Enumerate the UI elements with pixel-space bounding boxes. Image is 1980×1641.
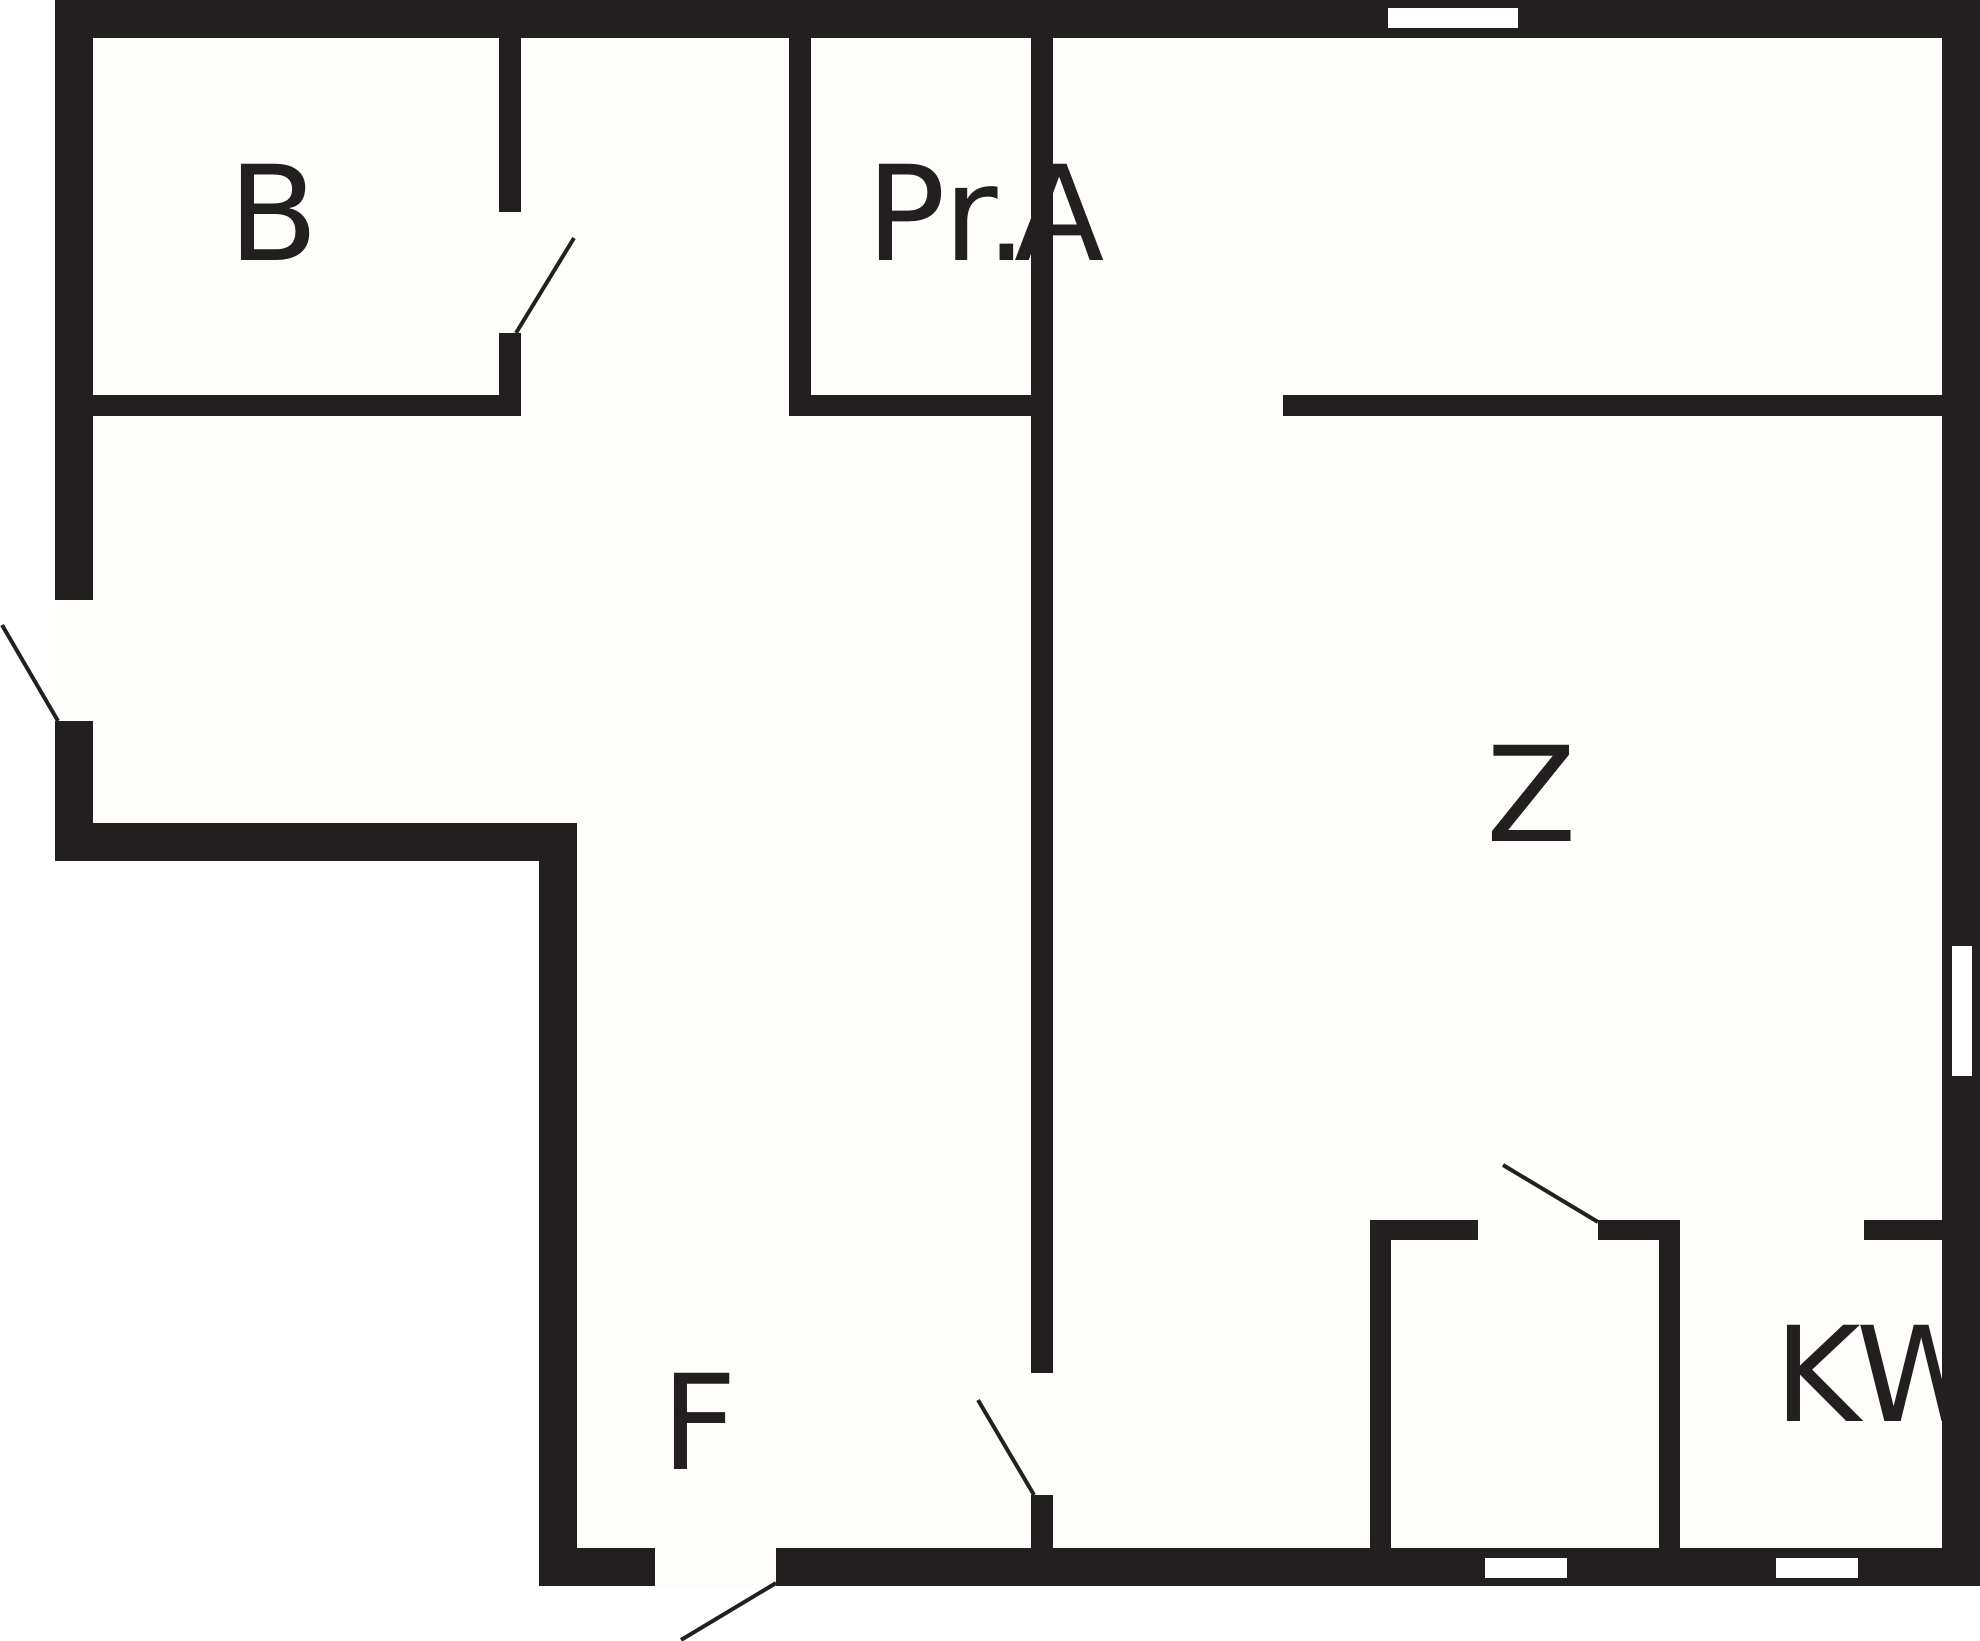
door-wc [1501,1163,1600,1224]
door-entrance [679,1581,778,1641]
wall-wc-right [1659,1220,1680,1566]
door-b [514,236,576,335]
room-label-a: A [1014,138,1104,292]
wall-left-upper [55,0,93,600]
door-left [0,623,60,723]
wall-b-right-top [499,18,521,212]
wall-center-vertical-bottom [1031,1495,1053,1565]
window-bottom-kw [1776,1558,1858,1578]
room-label-kw: KW [1774,1299,1980,1453]
wall-left-step [539,823,577,1586]
wall-b-bottom [55,395,521,416]
door-opening-entrance [655,1548,776,1586]
door-f [976,1398,1036,1497]
wall-wc-top-left [1370,1220,1478,1240]
interior-walls [55,18,1960,1566]
room-label-pr: Pr. [866,138,1027,292]
door-openings [55,600,776,1586]
wall-pr-bottom [789,395,1041,416]
window-top [1388,8,1518,28]
window-right [1952,946,1972,1076]
wall-center-vertical [1031,18,1053,1373]
wall-bottom-left [539,1548,655,1586]
wall-top [55,0,1980,38]
doors [0,236,1600,1641]
door-opening-left [55,600,93,721]
wall-kw-stub [1864,1220,1960,1240]
room-label-b: B [228,138,319,292]
room-label-f: F [661,1347,737,1501]
wall-left-ledge [55,823,577,861]
windows [1388,8,1972,1578]
room-label-z: Z [1486,719,1576,873]
window-bottom-wc [1485,1558,1567,1578]
wall-pr-left [789,18,811,416]
wall-right [1942,0,1980,1586]
wall-z-top [1283,395,1960,416]
wall-wc-left [1370,1220,1391,1566]
wall-b-right-bottom [499,333,521,416]
